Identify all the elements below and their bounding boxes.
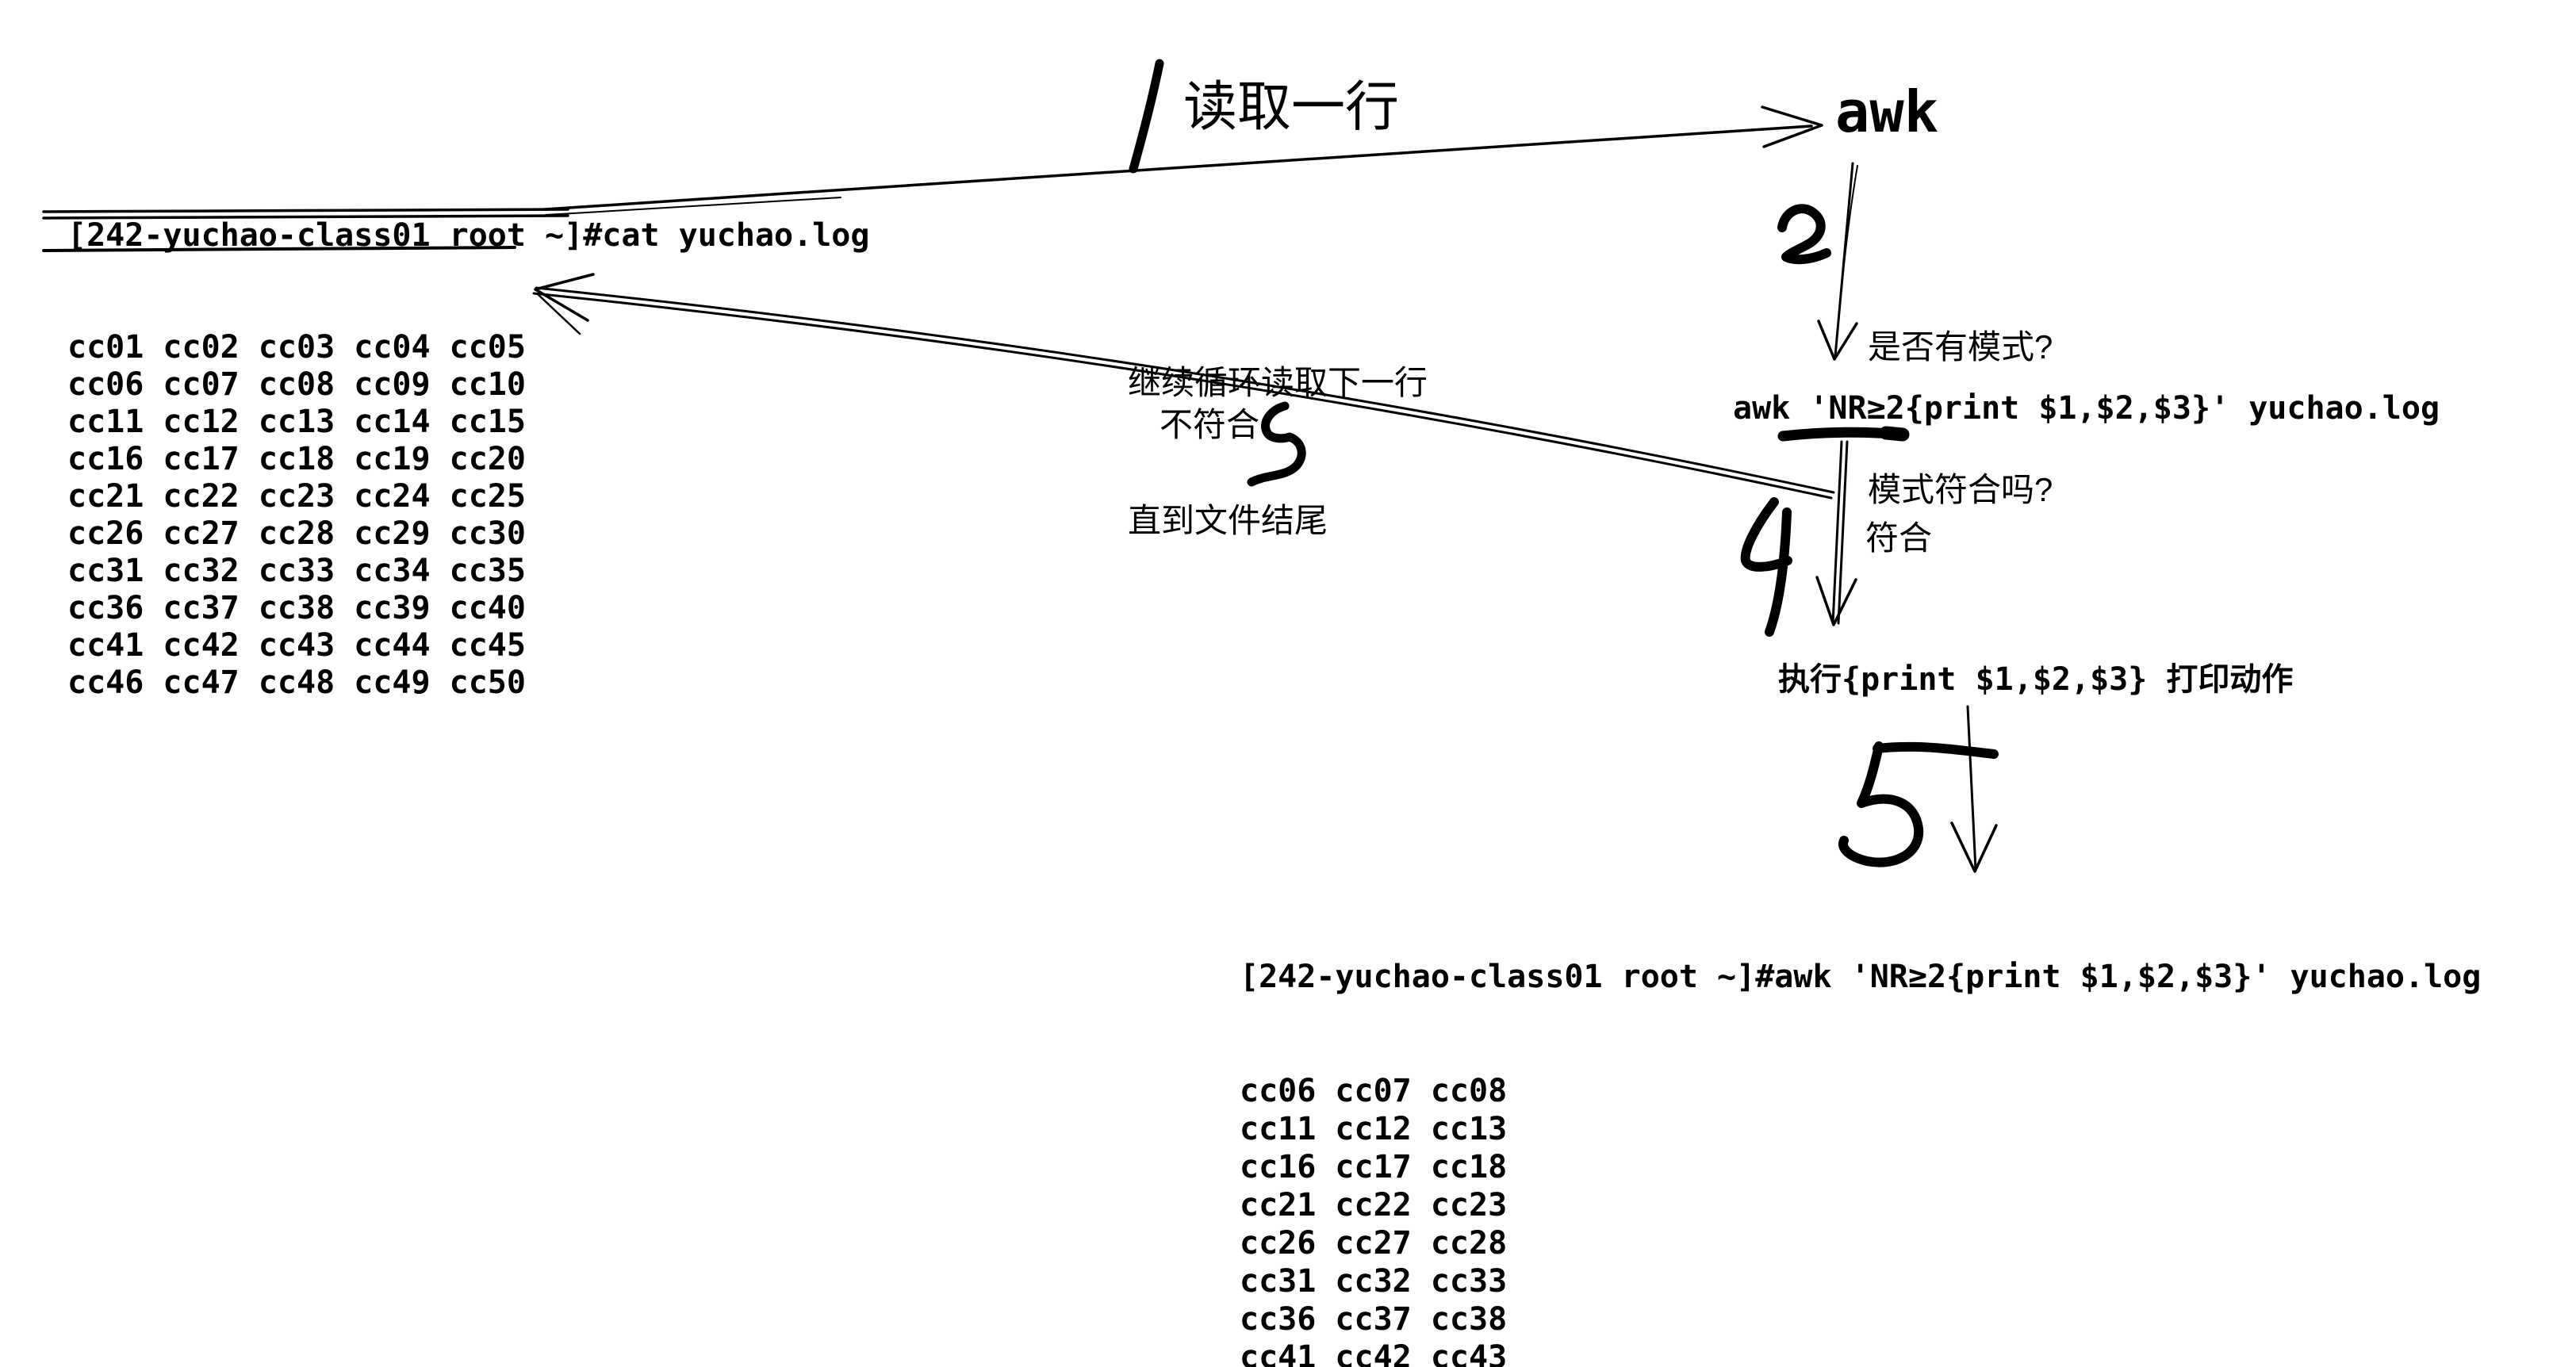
loop-note-line2: 直到文件结尾 [1128,502,1328,539]
action-line: 执行{print $1,$2,$3} 打印动作 [1778,661,2294,698]
terminal-line: cc36 cc37 cc38 [1240,1301,1508,1338]
terminal-line: cc31 cc32 cc33 [1240,1263,1508,1300]
terminal-line: cc11 cc12 cc13 cc14 cc15 [67,404,526,440]
terminal-line: cc41 cc42 cc43 cc44 cc45 [67,627,526,664]
step3-label-no-match: 不符合 [1160,406,1260,443]
cat-terminal-block: [242-yuchao-class01 root ~]#cat yuchao.l… [67,143,869,776]
terminal-line: cc36 cc37 cc38 cc39 cc40 [67,590,526,626]
terminal-line: cc31 cc32 cc33 cc34 cc35 [67,553,526,589]
loop-note: 继续循环读取下一行 直到文件结尾 [1128,268,1428,636]
result-terminal-prompt: [242-yuchao-class01 root ~]#awk 'NR≥2{pr… [1240,959,2482,995]
step2-question-2: 模式符合吗? [1868,471,2053,508]
arrow-step4-shaft-a [1831,440,1843,625]
step1-label: 读取一行 [1183,77,1400,137]
step4-number-glyph-left [1740,497,1792,572]
terminal-line: cc01 cc02 cc03 cc04 cc05 [67,329,526,366]
terminal-line: cc16 cc17 cc18 cc19 cc20 [67,441,526,477]
step4-label-match: 符合 [1865,519,1933,557]
terminal-line: cc46 cc47 cc48 cc49 cc50 [67,664,526,701]
arrow-step2-head [1817,320,1858,361]
arrow-step2-shaft [1834,162,1854,358]
result-terminal-block: [242-yuchao-class01 root ~]#awk 'NR≥2{pr… [1240,882,2481,1367]
arrow-step2-shaft-double [1841,165,1858,289]
arrow-step5-head [1950,821,1998,873]
arrow-step4-shaft-b [1837,440,1849,625]
cat-terminal-prompt: [242-yuchao-class01 root ~]#cat yuchao.l… [67,217,870,254]
terminal-line: cc06 cc07 cc08 cc09 cc10 [67,366,526,403]
arrow-step1-head [1761,105,1823,148]
terminal-line: cc11 cc12 cc13 [1240,1111,1508,1147]
terminal-line: cc26 cc27 cc28 cc29 cc30 [67,515,526,552]
arrow-step4-head [1815,576,1857,626]
arrow-step5-shaft [1966,705,1977,871]
terminal-line: cc06 cc07 cc08 [1240,1073,1508,1109]
terminal-line: cc26 cc27 cc28 [1240,1225,1508,1262]
terminal-line: cc41 cc42 cc43 [1240,1339,1508,1367]
step2-question-1: 是否有模式? [1868,328,2053,366]
terminal-line: cc16 cc17 cc18 [1240,1149,1508,1185]
terminal-line: cc21 cc22 cc23 [1240,1187,1508,1223]
step2-number-glyph [1777,204,1831,265]
step1-number-glyph [1129,59,1164,174]
step5-number-glyph-body [1838,741,1924,867]
terminal-line: cc21 cc22 cc23 cc24 cc25 [67,478,526,515]
awk-command: awk 'NR≥2{print $1,$2,$3}' yuchao.log [1733,390,2440,427]
step5-number-glyph-bar [1873,741,1999,759]
step2-questions: 是否有模式? 模式符合吗? [1868,228,2053,609]
step4-number-glyph-leg [1765,507,1792,637]
awk-node-label: awk [1835,78,1939,145]
